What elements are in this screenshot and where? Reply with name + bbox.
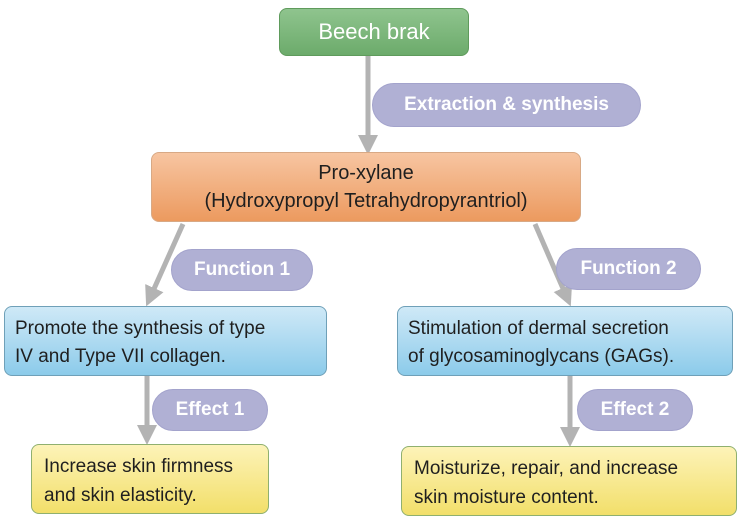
label-effect-1: Effect 1 xyxy=(152,389,268,431)
label-effect-2-text: Effect 2 xyxy=(600,399,670,420)
effect-left-line-1: Increase skin firmness xyxy=(44,456,234,477)
label-function-2-text: Function 2 xyxy=(580,258,677,279)
function-right-line-1: Stimulation of dermal secretion xyxy=(408,318,669,339)
effect-node-firmness: Increase skin firmness and skin elastici… xyxy=(31,444,269,514)
compound-node-pro-xylane: Pro-xylane (Hydroxypropyl Tetrahydropyra… xyxy=(151,152,581,222)
compound-name: Pro-xylane xyxy=(318,162,414,184)
compound-chemical-name: (Hydroxypropyl Tetrahydropyrantriol) xyxy=(204,190,528,212)
function-node-gags: Stimulation of dermal secretion of glyco… xyxy=(397,306,733,376)
source-node-beech-brak: Beech brak xyxy=(279,8,469,56)
arrow-middle-to-function-left xyxy=(145,222,186,307)
function-node-collagen: Promote the synthesis of type IV and Typ… xyxy=(4,306,327,376)
label-effect-1-text: Effect 1 xyxy=(175,399,245,420)
effect-left-line-2: and skin elasticity. xyxy=(44,485,197,506)
arrow-middle-to-function-right xyxy=(532,223,572,307)
effect-node-moisture: Moisturize, repair, and increase skin mo… xyxy=(401,446,737,516)
function-left-line-2: IV and Type VII collagen. xyxy=(15,346,226,367)
label-extraction-synthesis: Extraction & synthesis xyxy=(372,83,641,127)
label-function-2: Function 2 xyxy=(556,248,701,290)
effect-right-line-2: skin moisture content. xyxy=(414,487,599,508)
label-effect-2: Effect 2 xyxy=(577,389,693,431)
source-node-label: Beech brak xyxy=(318,19,430,44)
label-function-1-text: Function 1 xyxy=(193,259,291,280)
function-left-line-1: Promote the synthesis of type xyxy=(15,318,266,339)
function-right-line-2: of glycosaminoglycans (GAGs). xyxy=(408,346,675,367)
label-function-1: Function 1 xyxy=(171,249,313,291)
effect-right-line-1: Moisturize, repair, and increase xyxy=(414,458,679,479)
label-extraction-synthesis-text: Extraction & synthesis xyxy=(404,94,609,115)
